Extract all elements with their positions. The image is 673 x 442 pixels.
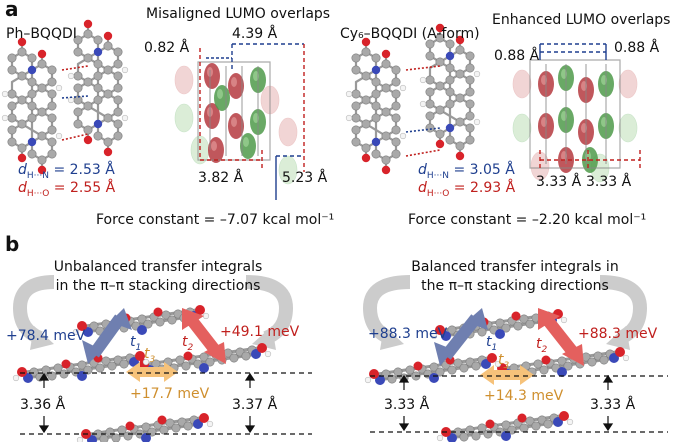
distance-h-n-left: dH···N = 2.53 Å bbox=[18, 162, 115, 181]
misaligned-lumo-guides bbox=[199, 43, 305, 200]
distance-h-o-left: dH···O = 2.55 Å bbox=[18, 180, 116, 199]
offset-label-333-right: 3.33 Å bbox=[586, 174, 632, 190]
t1-label-right: t1 bbox=[486, 334, 498, 353]
heading-balanced-line2: the π–π stacking directions bbox=[421, 278, 609, 294]
heading-unbalanced-line1: Unbalanced transfer integrals bbox=[53, 259, 263, 275]
t1-value-right: +88.3 meV bbox=[368, 326, 448, 342]
offset-label-382: 3.82 Å bbox=[198, 170, 244, 186]
unbalanced-t2-arrow bbox=[182, 308, 226, 364]
cy6-bqqdi-molecule-right bbox=[420, 24, 480, 160]
balanced-t1-arrow bbox=[434, 308, 488, 366]
misaligned-lumo-stack bbox=[174, 61, 298, 185]
distance-h-o-right: dH···O = 2.93 Å bbox=[418, 180, 516, 199]
offset-label-439: 4.39 Å bbox=[232, 26, 278, 42]
balanced-curved-arrowheads bbox=[380, 326, 630, 350]
heading-unbalanced: Unbalanced transfer integrals in the π–π… bbox=[48, 258, 268, 296]
molecule-name-cy6-bqqdi: Cy₆–BQQDI (A-form) bbox=[340, 26, 480, 42]
spacing-left-b: 3.37 Å bbox=[232, 397, 278, 413]
t2-label-right: t2 bbox=[536, 336, 548, 355]
t3-label-left: t3 bbox=[144, 346, 156, 365]
unbalanced-curved-arrows bbox=[12, 275, 294, 345]
offset-label-333-left: 3.33 Å bbox=[536, 174, 582, 190]
heading-balanced: Balanced transfer integrals in the π–π s… bbox=[400, 258, 630, 296]
enhanced-lumo-stack bbox=[512, 59, 638, 183]
offset-label-523: 5.23 Å bbox=[282, 170, 328, 186]
unbalanced-curved-arrowheads bbox=[30, 326, 276, 350]
t3-label-right: t3 bbox=[498, 352, 510, 371]
offset-label-088-left: 0.88 Å bbox=[494, 48, 540, 64]
t3-value-left: +17.7 meV bbox=[130, 386, 210, 402]
ph-bqqdi-hbond-lines bbox=[61, 65, 89, 141]
unbalanced-t3-arrow bbox=[126, 362, 178, 382]
title-misaligned-lumo: Misaligned LUMO overlaps bbox=[146, 6, 331, 22]
molecule-name-ph-bqqdi: Ph–BQQDI bbox=[6, 26, 77, 42]
unbalanced-t1-arrow bbox=[82, 308, 132, 364]
heading-unbalanced-line2: in the π–π stacking directions bbox=[55, 278, 261, 294]
offset-label-088-right: 0.88 Å bbox=[614, 40, 660, 56]
offset-label-082: 0.82 Å bbox=[144, 40, 190, 56]
t2-value-right: +88.3 meV bbox=[578, 326, 658, 342]
panel-label-a: a bbox=[5, 0, 19, 21]
t2-label-left: t2 bbox=[182, 334, 194, 353]
force-constant-left: Force constant = –7.07 kcal mol⁻¹ bbox=[96, 212, 335, 228]
force-constant-right: Force constant = –2.20 kcal mol⁻¹ bbox=[408, 212, 647, 228]
cy6-bqqdi-hbond-lines bbox=[405, 65, 441, 157]
spacing-right-b: 3.33 Å bbox=[590, 397, 636, 413]
title-enhanced-lumo: Enhanced LUMO overlaps bbox=[492, 12, 671, 28]
distance-h-n-right: dH···N = 3.05 Å bbox=[418, 162, 515, 181]
panel-label-b: b bbox=[5, 232, 20, 256]
balanced-curved-arrows bbox=[362, 275, 648, 345]
t1-label-left: t1 bbox=[130, 334, 142, 353]
spacing-left-a: 3.36 Å bbox=[20, 397, 66, 413]
enhanced-lumo-guides bbox=[539, 43, 641, 170]
balanced-t2-arrow bbox=[538, 308, 584, 366]
heading-balanced-line1: Balanced transfer integrals in bbox=[411, 259, 619, 275]
cy6-bqqdi-molecule-left bbox=[346, 38, 406, 174]
ph-bqqdi-molecule-left bbox=[2, 38, 62, 174]
t1-value-left: +78.4 meV bbox=[6, 328, 86, 344]
balanced-t3-arrow bbox=[480, 365, 534, 385]
unbalanced-spacing-lines bbox=[20, 372, 312, 435]
ph-bqqdi-molecule-right bbox=[68, 20, 128, 156]
balanced-spacing-lines bbox=[370, 374, 668, 433]
t2-value-left: +49.1 meV bbox=[220, 324, 300, 340]
t3-value-right: +14.3 meV bbox=[484, 388, 564, 404]
spacing-right-a: 3.33 Å bbox=[384, 397, 430, 413]
